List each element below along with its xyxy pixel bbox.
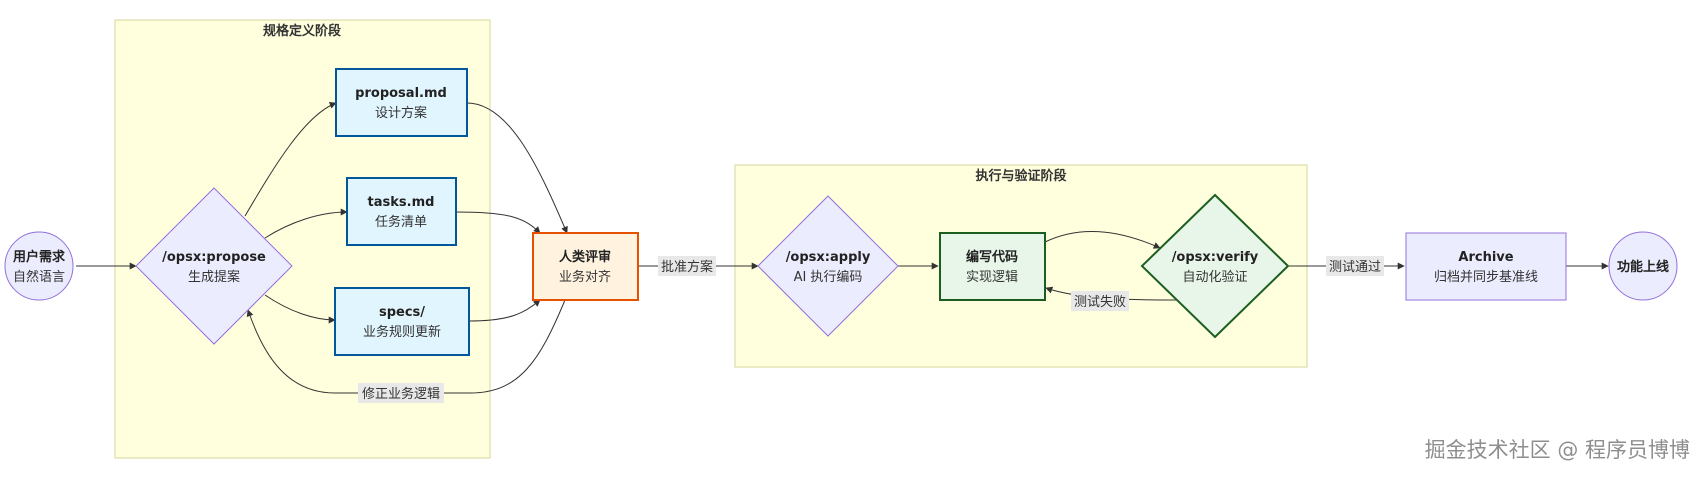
svg-text:/opsx:verify: /opsx:verify <box>1172 250 1259 265</box>
svg-text:用户需求: 用户需求 <box>12 249 66 265</box>
svg-text:Archive: Archive <box>1458 250 1513 265</box>
svg-text:/opsx:apply: /opsx:apply <box>786 250 871 265</box>
svg-text:功能上线: 功能上线 <box>1617 259 1669 275</box>
svg-text:自动化验证: 自动化验证 <box>1182 269 1247 285</box>
svg-text:业务对齐: 业务对齐 <box>559 269 611 285</box>
edge-propose-to-tasks <box>264 208 348 239</box>
cluster-spec-title: 规格定义阶段 <box>263 23 341 39</box>
svg-text:任务清单: 任务清单 <box>375 214 427 230</box>
node-feature-launch[interactable]: 功能上线 <box>1608 231 1678 301</box>
node-human-review[interactable]: 人类评审 业务对齐 <box>532 232 639 301</box>
svg-text:修正业务逻辑: 修正业务逻辑 <box>362 386 440 402</box>
edge-label-approve: 批准方案 <box>658 256 716 276</box>
edge-code-to-verify <box>1044 231 1161 249</box>
edge-propose-to-proposal <box>244 102 337 217</box>
node-opsx-verify[interactable]: /opsx:verify 自动化验证 <box>1140 193 1290 339</box>
node-tasks-md[interactable]: tasks.md 任务清单 <box>346 177 457 246</box>
node-opsx-propose[interactable]: /opsx:propose 生成提案 <box>135 187 293 345</box>
svg-text:设计方案: 设计方案 <box>375 105 427 121</box>
svg-text:tasks.md: tasks.md <box>368 195 435 210</box>
svg-text:自然语言: 自然语言 <box>13 269 65 285</box>
svg-text:/opsx:propose: /opsx:propose <box>162 250 266 265</box>
svg-text:测试失败: 测试失败 <box>1074 295 1126 310</box>
edge-proposal-to-review <box>466 102 568 234</box>
edge-label-test-pass: 测试通过 <box>1326 256 1384 276</box>
svg-text:批准方案: 批准方案 <box>661 259 713 275</box>
node-specs[interactable]: specs/ 业务规则更新 <box>334 287 470 356</box>
node-archive[interactable]: Archive 归档并同步基准线 <box>1405 232 1567 301</box>
cluster-exec-title: 执行与验证阶段 <box>975 168 1066 184</box>
edge-propose-to-specs <box>264 294 336 324</box>
edge-tasks-to-review <box>455 211 541 234</box>
svg-text:AI 执行编码: AI 执行编码 <box>794 270 863 285</box>
edge-specs-to-review <box>468 299 541 322</box>
node-user-requirement[interactable]: 用户需求 自然语言 <box>4 231 74 301</box>
svg-text:实现逻辑: 实现逻辑 <box>966 270 1018 285</box>
node-write-code[interactable]: 编写代码 实现逻辑 <box>939 232 1046 301</box>
edge-review-to-propose-fix <box>246 299 566 394</box>
svg-text:归档并同步基准线: 归档并同步基准线 <box>1434 270 1538 285</box>
node-opsx-apply[interactable]: /opsx:apply AI 执行编码 <box>757 195 899 337</box>
edge-label-test-fail: 测试失败 <box>1071 291 1129 311</box>
svg-text:人类评审: 人类评审 <box>559 249 611 265</box>
svg-text:proposal.md: proposal.md <box>355 86 447 101</box>
svg-text:测试通过: 测试通过 <box>1329 260 1381 275</box>
svg-text:specs/: specs/ <box>379 305 425 320</box>
svg-text:业务规则更新: 业务规则更新 <box>363 324 441 340</box>
svg-text:编写代码: 编写代码 <box>966 249 1018 265</box>
node-proposal-md[interactable]: proposal.md 设计方案 <box>335 68 468 137</box>
watermark-text: 掘金技术社区 @ 程序员博博 <box>1425 438 1690 462</box>
svg-text:生成提案: 生成提案 <box>188 269 240 285</box>
edge-label-fix-logic: 修正业务逻辑 <box>358 383 444 403</box>
